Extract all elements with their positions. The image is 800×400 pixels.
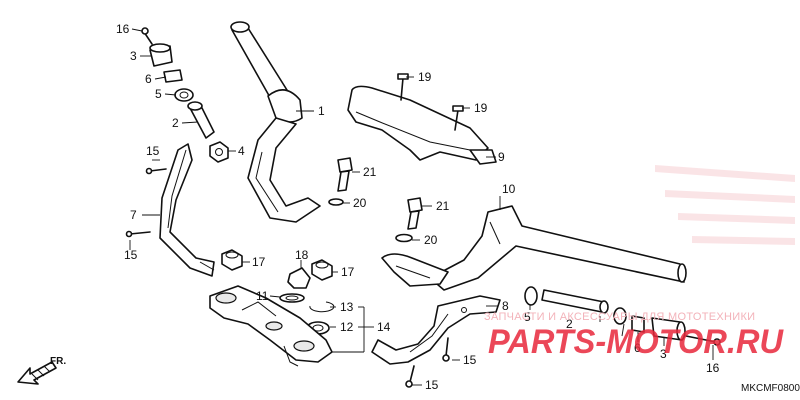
callout-18: 18 bbox=[295, 248, 309, 262]
callout-5-left: 5 bbox=[155, 87, 162, 101]
screw-15-left-upper[interactable] bbox=[145, 167, 167, 175]
callout-2-right: 2 bbox=[566, 317, 573, 331]
callout-6-left: 6 bbox=[145, 72, 152, 86]
callout-9: 9 bbox=[498, 150, 505, 164]
callout-5-right-upper: 5 bbox=[524, 310, 531, 324]
bolt-21-upper[interactable] bbox=[337, 157, 353, 192]
handlebar-right-10[interactable] bbox=[381, 205, 687, 291]
watermark-wing-icon bbox=[655, 165, 795, 245]
bridge-14[interactable] bbox=[209, 285, 333, 367]
callout-16-right: 16 bbox=[706, 361, 720, 375]
screw-15-left-lower[interactable] bbox=[125, 230, 151, 238]
callout-15-left-lower: 15 bbox=[124, 248, 138, 262]
callout-4: 4 bbox=[238, 144, 245, 158]
weight-3-left[interactable] bbox=[149, 43, 173, 67]
callout-15-left-upper: 15 bbox=[146, 144, 160, 158]
front-direction-label: FR. bbox=[50, 356, 66, 367]
clip-13[interactable] bbox=[309, 301, 335, 313]
screw-19-left[interactable] bbox=[397, 73, 409, 101]
callout-3-right: 3 bbox=[660, 347, 667, 361]
washer-20-upper[interactable] bbox=[328, 198, 344, 206]
screw-19-right[interactable] bbox=[452, 105, 464, 131]
bolt-16-left[interactable] bbox=[141, 27, 153, 45]
nut-4[interactable] bbox=[209, 141, 229, 163]
callout-17-right: 17 bbox=[341, 265, 355, 279]
leader-lines bbox=[129, 28, 714, 386]
callout-21-upper: 21 bbox=[363, 165, 377, 179]
weight-inner-2-left[interactable] bbox=[187, 101, 215, 139]
rubber-5-right[interactable] bbox=[524, 286, 538, 306]
callout-11: 11 bbox=[256, 289, 269, 303]
callout-6-right: 6 bbox=[634, 341, 641, 355]
block-18[interactable] bbox=[287, 267, 311, 289]
watermark-logo: PARTS-MOTOR.RU bbox=[488, 323, 784, 361]
collar-6-left[interactable] bbox=[163, 69, 183, 83]
diagram-code: MKCMF0800 bbox=[741, 383, 800, 394]
guard-right-8[interactable] bbox=[371, 295, 501, 365]
callout-13: 13 bbox=[340, 300, 354, 314]
callout-8: 8 bbox=[502, 299, 509, 313]
callout-15-right-upper: 15 bbox=[463, 353, 477, 367]
callout-16-left: 16 bbox=[116, 22, 130, 36]
callout-2-left: 2 bbox=[172, 116, 179, 130]
screw-15-right-upper[interactable] bbox=[442, 337, 450, 362]
nut-17-left[interactable] bbox=[221, 249, 243, 271]
collar-6-right[interactable] bbox=[631, 315, 645, 333]
callout-19-right: 19 bbox=[474, 101, 488, 115]
callout-21-lower: 21 bbox=[436, 199, 450, 213]
callout-20-lower: 20 bbox=[424, 233, 438, 247]
screw-15-right-lower[interactable] bbox=[405, 365, 415, 388]
rubber-5-right-small[interactable] bbox=[613, 307, 627, 325]
bolt-16-right[interactable] bbox=[685, 335, 721, 346]
bolt-21-lower[interactable] bbox=[407, 197, 423, 230]
handlebar-left-1[interactable] bbox=[230, 21, 321, 223]
guard-left-7[interactable] bbox=[159, 143, 215, 277]
washer-11[interactable] bbox=[279, 293, 305, 303]
nut-17-right[interactable] bbox=[311, 259, 333, 281]
callout-15-right-lower: 15 bbox=[425, 378, 439, 392]
watermark: ЗАПЧАСТИ И АКСЕССУАРЫ ДЛЯ МОТОТЕХНИКИ PA… bbox=[484, 311, 784, 361]
rubber-5-left[interactable] bbox=[174, 88, 194, 102]
washer-20-lower[interactable] bbox=[395, 233, 413, 243]
callout-3-left: 3 bbox=[130, 49, 137, 63]
callout-10: 10 bbox=[502, 182, 516, 196]
cover-9[interactable] bbox=[347, 85, 497, 165]
callout-20-upper: 20 bbox=[353, 196, 367, 210]
callout-17-left: 17 bbox=[252, 255, 266, 269]
weight-inner-2-right[interactable] bbox=[541, 289, 609, 314]
callout-1: 1 bbox=[318, 104, 325, 118]
callout-14: 14 bbox=[377, 320, 391, 334]
watermark-text: ЗАПЧАСТИ И АКСЕССУАРЫ ДЛЯ МОТОТЕХНИКИ bbox=[484, 311, 755, 323]
callout-7: 7 bbox=[130, 208, 137, 222]
callouts: 16 3 6 5 2 4 1 19 19 9 21 20 10 21 20 15… bbox=[116, 22, 720, 392]
weight-3-right[interactable] bbox=[651, 317, 686, 341]
front-direction-arrow-icon: FR. bbox=[17, 356, 66, 385]
callout-12: 12 bbox=[340, 320, 354, 334]
callout-19-left: 19 bbox=[418, 70, 432, 84]
